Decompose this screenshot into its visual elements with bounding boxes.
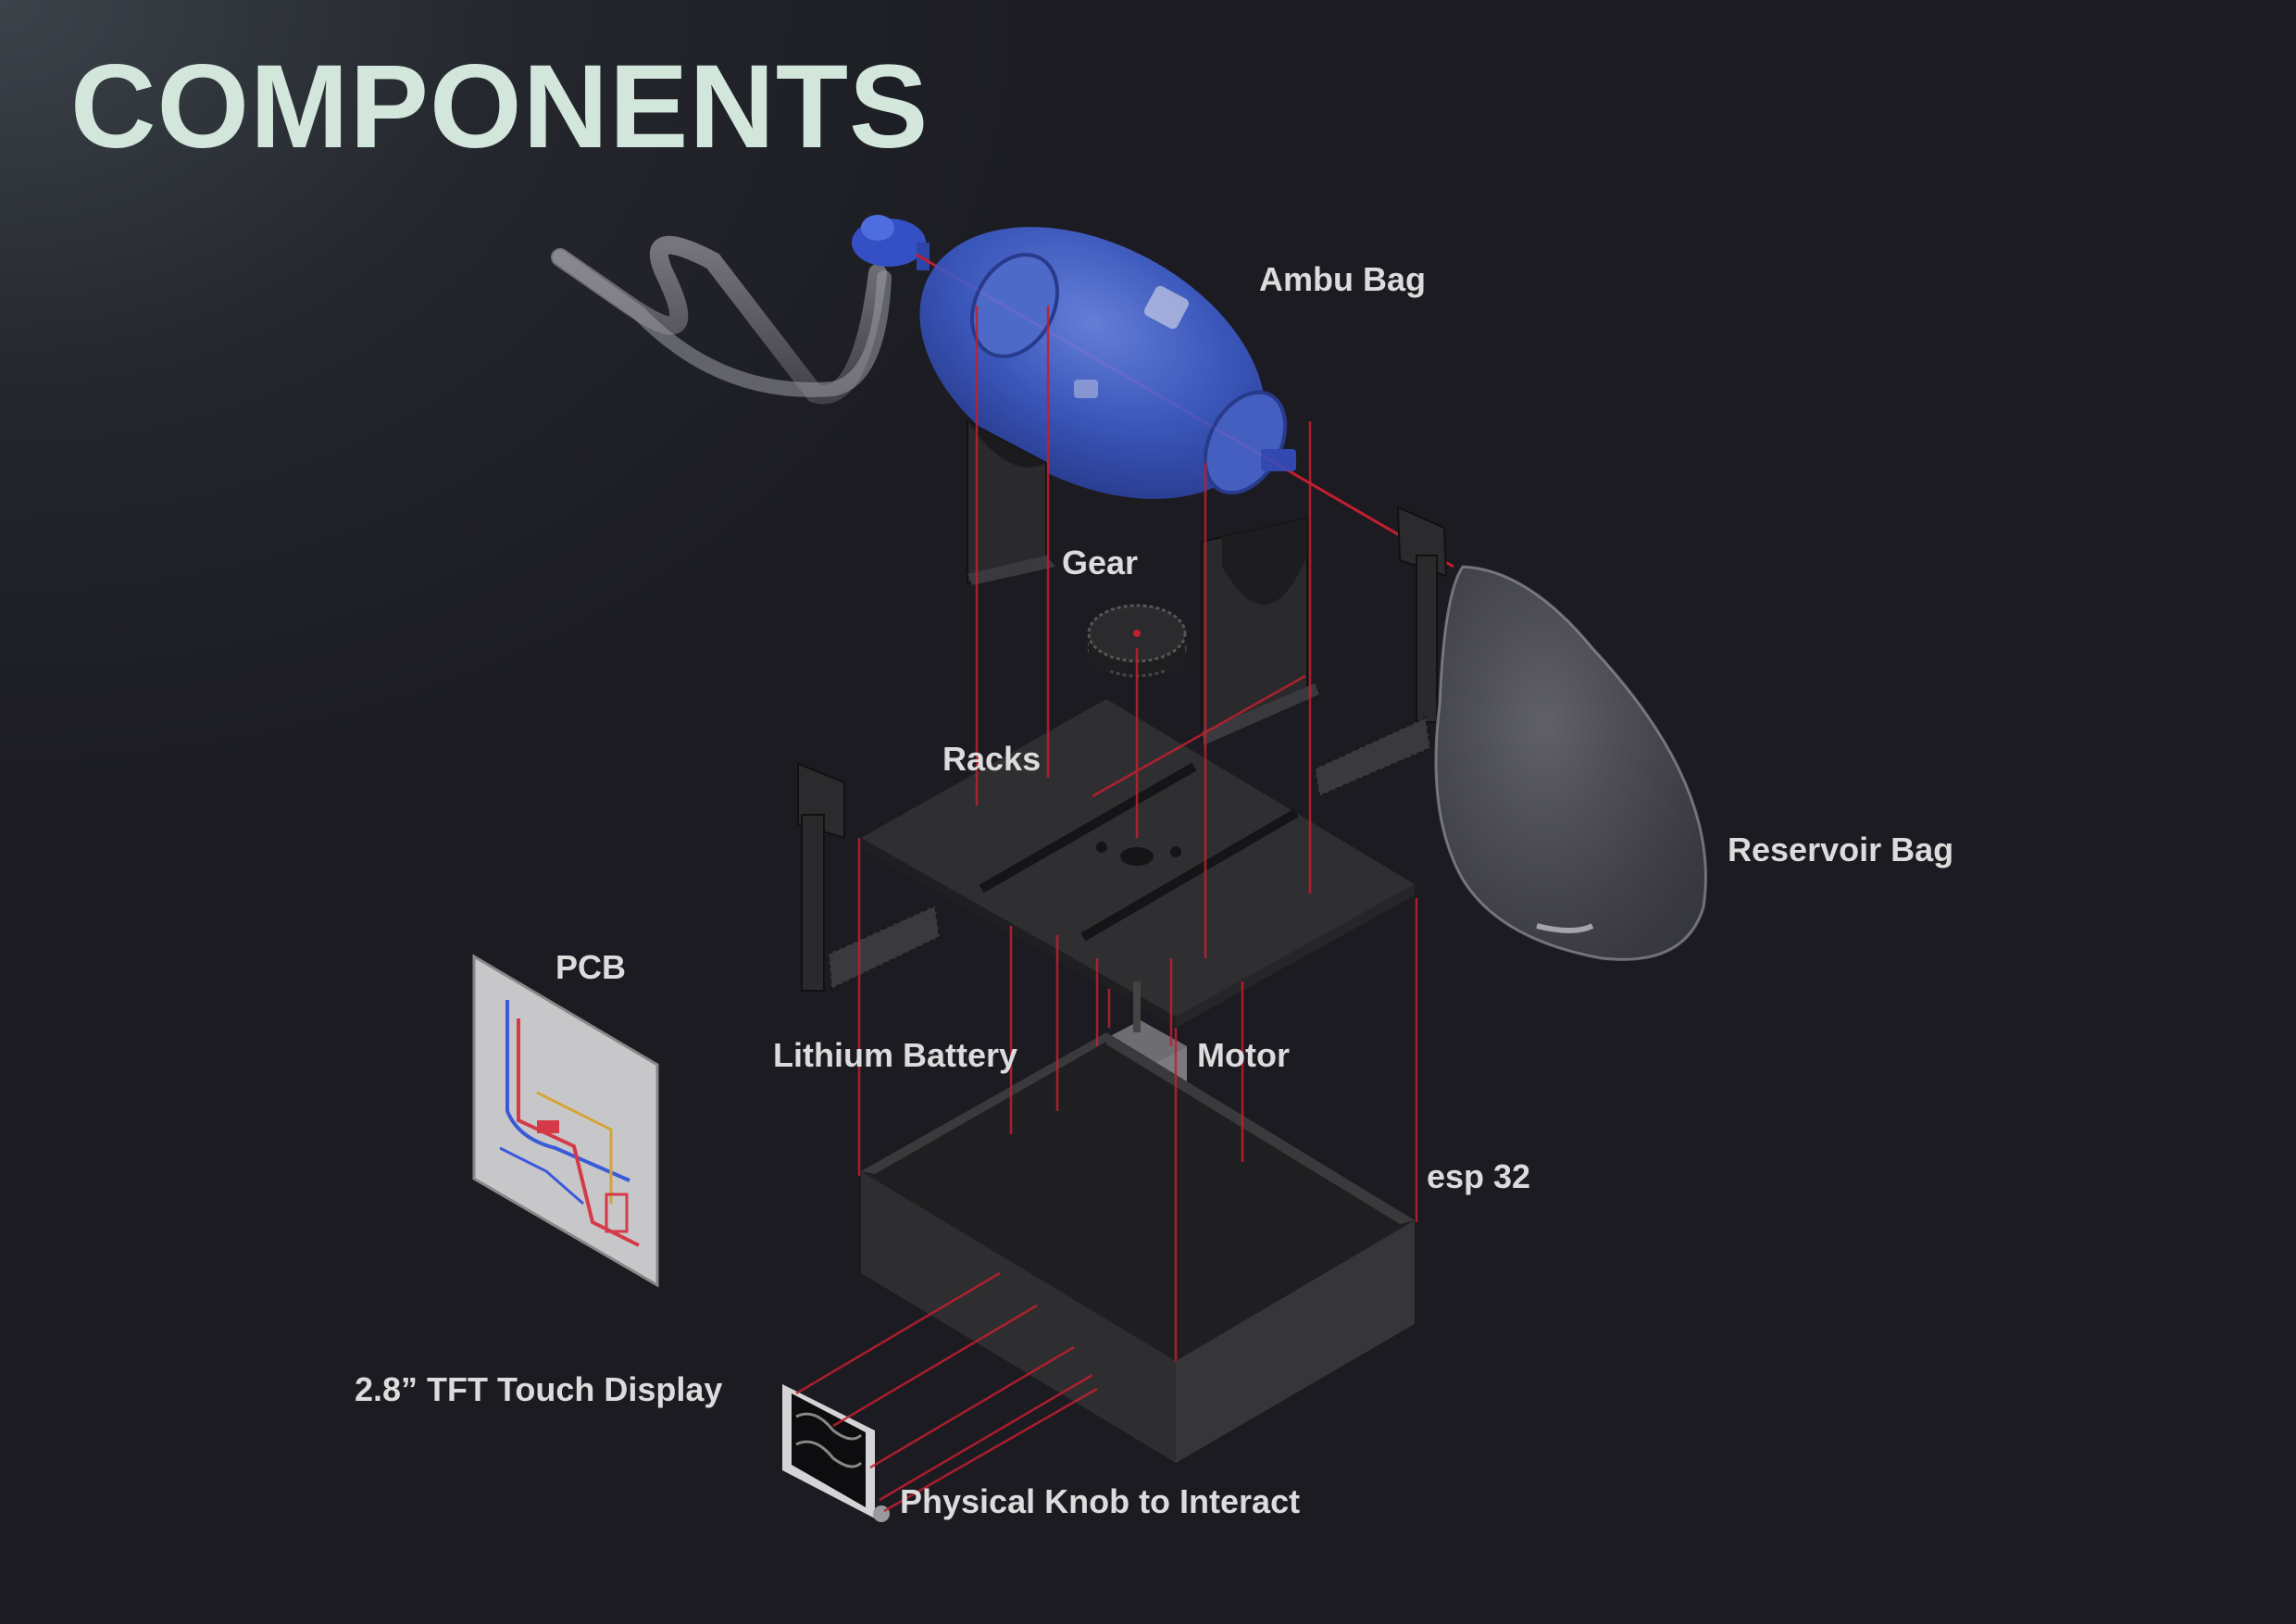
label-gear: Gear [1062, 543, 1139, 581]
label-physical-knob: Physical Knob to Interact [900, 1482, 1301, 1520]
rack-right [1313, 506, 1448, 798]
label-esp32: esp 32 [1427, 1157, 1531, 1195]
ambu-bag-shape [919, 227, 1296, 499]
tft-display-shape [782, 1384, 890, 1522]
label-tft-display: 2.8” TFT Touch Display [355, 1370, 723, 1408]
rack-left [797, 762, 942, 992]
housing-box [861, 1032, 1415, 1463]
label-racks: Racks [942, 740, 1042, 778]
label-reservoir-bag: Reservoir Bag [1728, 831, 1954, 868]
label-ambu-bag: Ambu Bag [1259, 260, 1426, 298]
reservoir-bag-shape [1434, 565, 1707, 961]
label-lithium-battery: Lithium Battery [773, 1036, 1018, 1074]
label-motor: Motor [1197, 1036, 1290, 1074]
leader-lines [795, 306, 1418, 1513]
pcb-shape [472, 954, 659, 1288]
valve-connector [852, 215, 930, 270]
left-bracket-top [967, 419, 1055, 585]
page-title: COMPONENTS [70, 41, 930, 173]
right-bracket-middle [1201, 517, 1319, 745]
label-pcb: PCB [555, 948, 627, 986]
